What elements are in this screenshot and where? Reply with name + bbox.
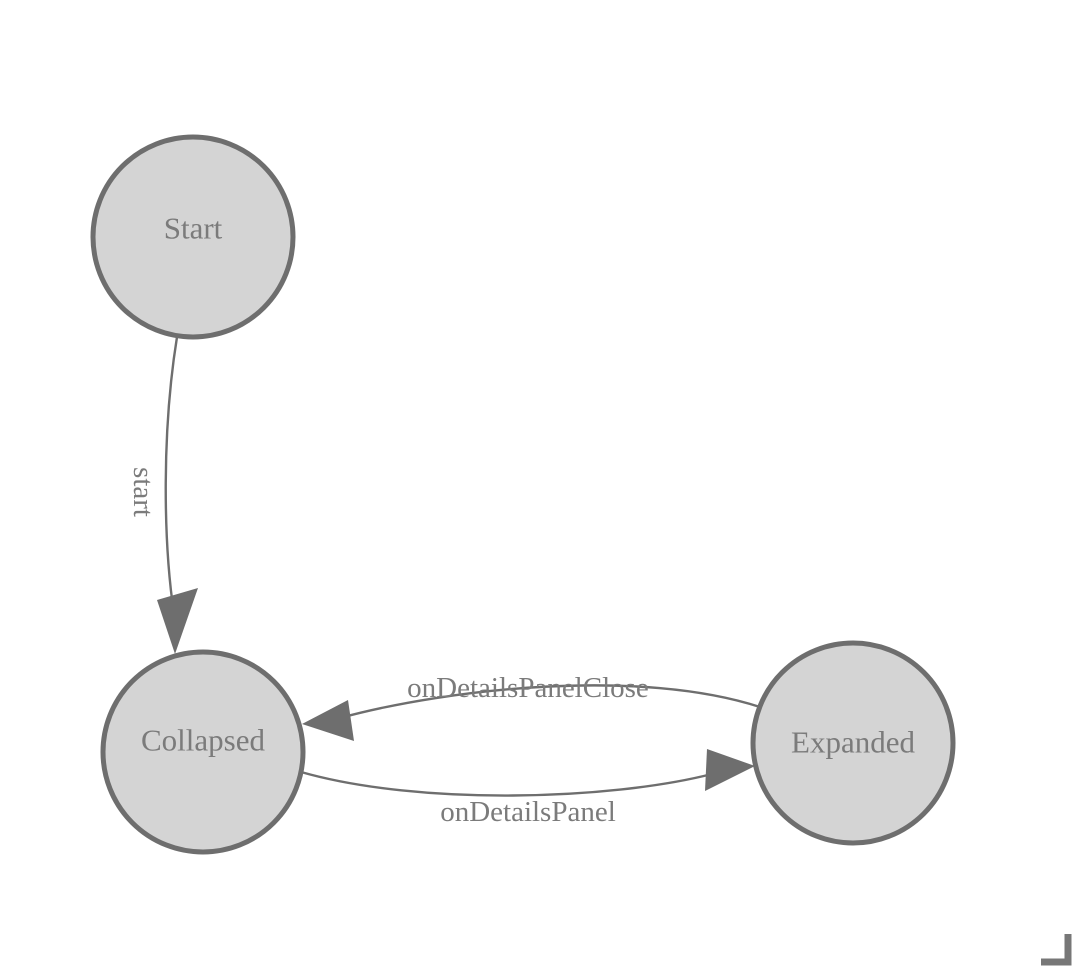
node-collapsed-label: Collapsed	[141, 723, 265, 758]
edge-collapsed-to-expanded-label: onDetailsPanel	[440, 796, 616, 828]
node-expanded-circle	[750, 640, 956, 846]
node-start[interactable]: Start	[90, 134, 296, 340]
node-expanded-label: Expanded	[791, 725, 915, 760]
resize-corner-mark-icon[interactable]	[1041, 934, 1072, 966]
edge-collapsed-to-expanded-arrowhead	[705, 749, 755, 791]
node-collapsed-circle	[100, 649, 306, 855]
edge-expanded-to-collapsed-path	[339, 684, 761, 720]
edge-collapsed-to-expanded-path	[300, 770, 713, 797]
node-collapsed[interactable]: Collapsed	[100, 649, 306, 855]
node-start-circle	[90, 134, 296, 340]
edge-start-to-collapsed-arrowhead	[157, 588, 198, 654]
edge-expanded-to-collapsed-label: onDetailsPanelClose	[407, 672, 649, 704]
edge-start-to-collapsed-path	[164, 336, 179, 615]
edge-start-to-collapsed-label: start	[127, 467, 159, 517]
node-expanded[interactable]: Expanded	[750, 640, 956, 846]
edge-start-to-collapsed[interactable]: start	[127, 336, 198, 654]
edge-expanded-to-collapsed[interactable]: onDetailsPanelClose	[302, 672, 761, 741]
edge-collapsed-to-expanded[interactable]: onDetailsPanel	[300, 749, 755, 828]
edge-expanded-to-collapsed-arrowhead	[302, 700, 354, 741]
node-start-label: Start	[164, 211, 223, 246]
